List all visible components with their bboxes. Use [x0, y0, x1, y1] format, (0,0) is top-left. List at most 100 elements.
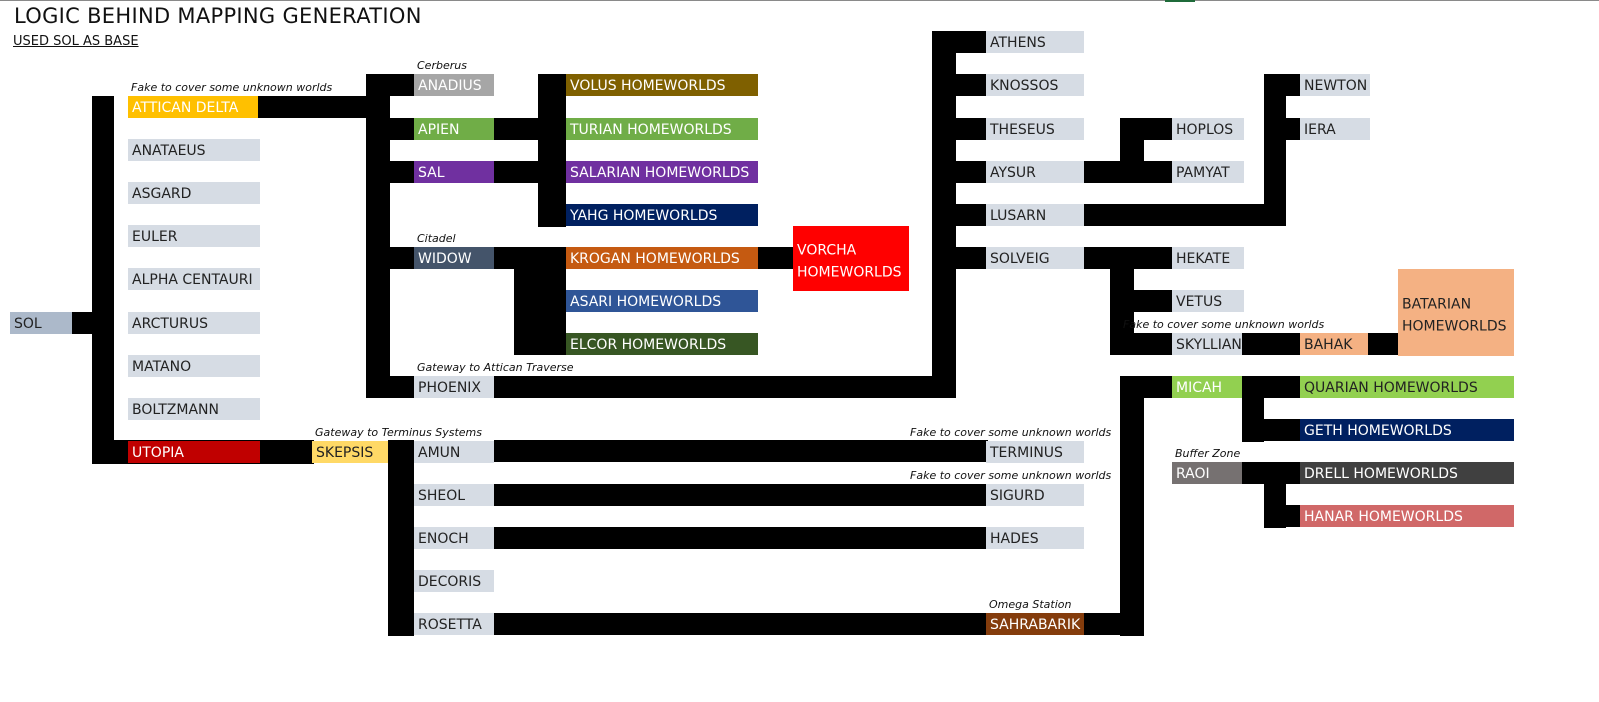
node-box [1172, 161, 1244, 183]
node-label: ASARI HOMEWORLDS [570, 294, 721, 310]
node-anadius: ANADIUS [414, 74, 494, 96]
node-vetus: VETUS [1172, 290, 1244, 312]
node-drell-homeworlds: DRELL HOMEWORLDS [1300, 462, 1514, 484]
connector-segment [92, 96, 114, 464]
node-alpha-centauri: ALPHA CENTAURI [128, 268, 260, 290]
connector-segment [366, 118, 416, 140]
node-label: ATHENS [990, 35, 1046, 51]
node-solveig: SOLVEIG [986, 247, 1084, 269]
node-label: IERA [1304, 122, 1336, 138]
node-amun: AMUN [414, 441, 494, 463]
annotation-fake-skyllian: Fake to cover some unknown worlds [1123, 318, 1325, 331]
node-sal: SAL [414, 161, 494, 183]
node-label: SKEPSIS [316, 445, 373, 461]
connector-segment [1084, 613, 1144, 635]
node-phoenix: PHOENIX [414, 376, 494, 398]
node-label: ENOCH [418, 531, 469, 547]
node-salarian-homeworlds: SALARIAN HOMEWORLDS [566, 161, 758, 183]
node-box [128, 312, 260, 334]
node-lusarn: LUSARN [986, 204, 1084, 226]
node-arcturus: ARCTURUS [128, 312, 260, 334]
node-boltzmann: BOLTZMANN [128, 398, 260, 420]
node-box [1172, 290, 1244, 312]
node-box [414, 527, 494, 549]
node-label: SHEOL [418, 488, 465, 504]
node-micah: MICAH [1172, 376, 1242, 398]
connector-segment [932, 161, 988, 183]
connector-segment [1120, 118, 1144, 162]
node-box [128, 139, 260, 161]
annotation-cerberus: Cerberus [417, 59, 467, 72]
node-knossos: KNOSSOS [986, 74, 1084, 96]
connector-segment [932, 247, 988, 269]
node-box [986, 527, 1084, 549]
node-box [986, 613, 1084, 635]
connector-segment [1242, 419, 1300, 441]
node-volus-homeworlds: VOLUS HOMEWORLDS [566, 74, 758, 96]
annotation-buffer-zone: Buffer Zone [1175, 447, 1240, 460]
node-box [566, 247, 758, 269]
node-box [1172, 462, 1242, 484]
node-terminus: TERMINUS [986, 441, 1084, 463]
node-label: AYSUR [990, 165, 1036, 181]
node-label: ANADIUS [418, 78, 482, 94]
connector-segment [494, 440, 988, 462]
node-label: HEKATE [1176, 251, 1230, 267]
node-anataeus: ANATAEUS [128, 139, 260, 161]
node-skyllian: SKYLLIAN [1172, 333, 1242, 355]
node-box [128, 225, 260, 247]
annotation-fake-attican: Fake to cover some unknown worlds [131, 81, 333, 94]
node-box [1398, 269, 1514, 356]
connector-segment [1110, 333, 1174, 355]
connector-segment [494, 613, 988, 635]
connector-segment [1110, 290, 1174, 312]
node-decoris: DECORIS [414, 570, 494, 592]
node-yahg-homeworlds: YAHG HOMEWORLDS [566, 204, 758, 226]
node-label: BOLTZMANN [132, 402, 219, 418]
node-box [1300, 376, 1514, 398]
node-box [414, 247, 494, 269]
node-hoplos: HOPLOS [1172, 118, 1244, 140]
node-box [986, 118, 1084, 140]
node-label: TERMINUS [989, 445, 1063, 461]
node-aysur: AYSUR [986, 161, 1084, 183]
node-sigurd: SIGURD [986, 484, 1084, 506]
annotation-fake-sigurd: Fake to cover some unknown worlds [910, 469, 1112, 482]
node-label: NEWTON [1304, 78, 1367, 94]
node-quarian-homeworlds: QUARIAN HOMEWORLDS [1300, 376, 1514, 398]
connector-segment [1264, 118, 1300, 140]
node-box [986, 204, 1084, 226]
node-enoch: ENOCH [414, 527, 494, 549]
node-box [1300, 462, 1514, 484]
node-label: KROGAN HOMEWORLDS [570, 251, 740, 267]
node-iera: IERA [1300, 118, 1370, 140]
annotation-gateway-terminus: Gateway to Terminus Systems [315, 426, 482, 439]
annotation-gateway-attican: Gateway to Attican Traverse [417, 361, 574, 374]
node-hades: HADES [986, 527, 1084, 549]
top-border-line [0, 0, 1599, 1]
node-label: EULER [132, 229, 178, 245]
node-box [128, 182, 260, 204]
node-box [1172, 247, 1244, 269]
node-box [566, 290, 758, 312]
node-skepsis: SKEPSIS [312, 441, 388, 463]
node-attican-delta: ATTICAN DELTA [128, 96, 258, 118]
node-sheol: SHEOL [414, 484, 494, 506]
node-geth-homeworlds: GETH HOMEWORLDS [1300, 419, 1514, 441]
connector-segment [1264, 505, 1300, 527]
node-label: ARCTURUS [132, 316, 208, 332]
node-label: HADES [990, 531, 1039, 547]
node-hanar-homeworlds: HANAR HOMEWORLDS [1300, 505, 1514, 527]
annotation-citadel: Citadel [417, 232, 456, 245]
node-raoi: RAOI [1172, 462, 1242, 484]
connector-segment [366, 247, 416, 269]
node-krogan-homeworlds: KROGAN HOMEWORLDS [566, 247, 758, 269]
node-box [312, 441, 388, 463]
node-box [1300, 505, 1514, 527]
connector-segment [1084, 204, 1286, 226]
node-label: SOLVEIG [990, 251, 1050, 267]
node-label: AMUN [418, 445, 460, 461]
